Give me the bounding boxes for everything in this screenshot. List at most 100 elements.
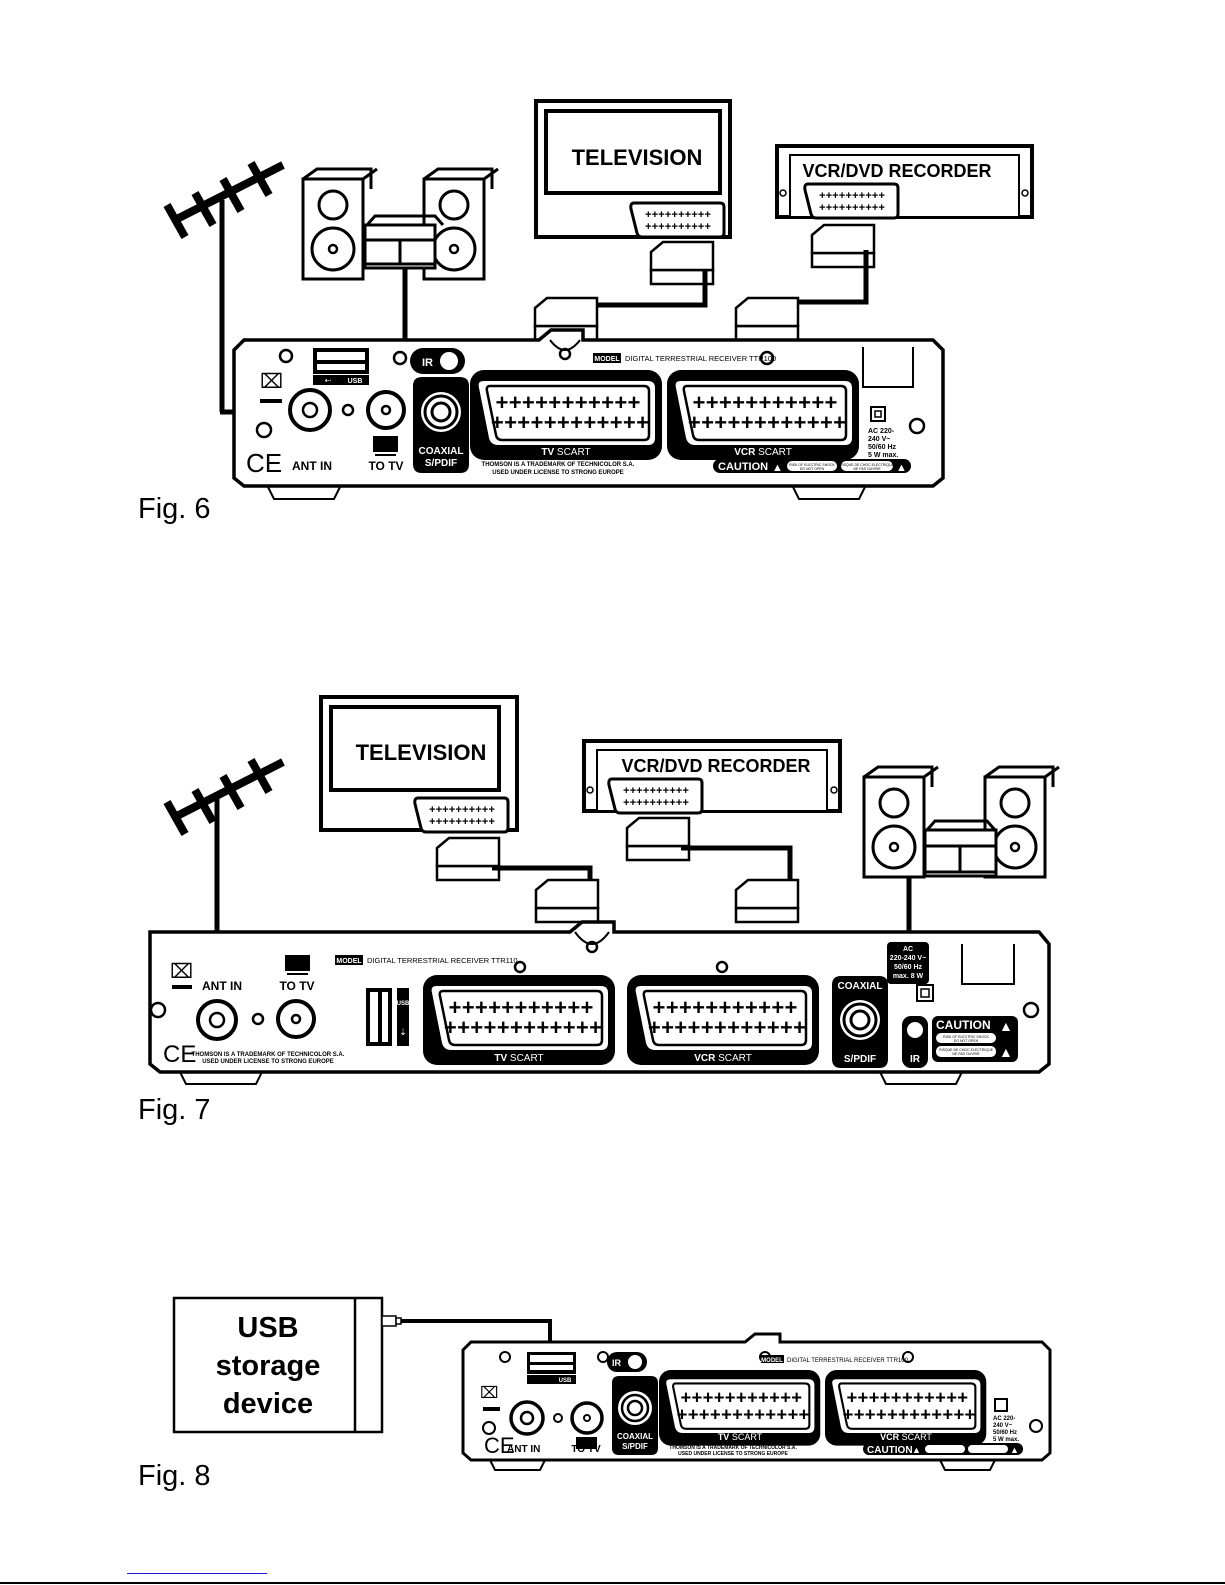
shock-icon: ▲ [999, 1044, 1013, 1060]
spdif-label: S/PDIF [844, 1054, 876, 1065]
footer-link-underline[interactable] [127, 1573, 267, 1574]
model-badge: MODEL [761, 1358, 783, 1364]
power-rating-4: 5 W max. [993, 1437, 1019, 1443]
to-tv-socket [366, 390, 406, 430]
svg-text:TV SCART: TV SCART [494, 1053, 543, 1064]
ir-label: IR [612, 1358, 622, 1368]
receiver-ttr100: ⌧ ⇠ USB IR CE ANT IN [232, 328, 945, 500]
svg-text:TV SCART: TV SCART [541, 447, 590, 458]
usb-device-label-1: USB [237, 1312, 298, 1344]
warning-icon: ▲ [772, 462, 783, 474]
power-rating-3: 50/60 Hz [894, 964, 923, 971]
coaxial-socket [421, 392, 461, 432]
television-device: TELEVISION [534, 99, 732, 239]
tv-icon [576, 1437, 597, 1449]
ant-in-label: ANT IN [292, 459, 332, 473]
warning-en-2: DO NOT OPEN [800, 467, 825, 471]
svg-text:VCR SCART: VCR SCART [880, 1432, 932, 1442]
television-label: TELEVISION [572, 145, 703, 170]
hifi-system-icon [301, 167, 500, 281]
hifi-system-icon [862, 765, 1061, 879]
trademark-line-2: USED UNDER LICENSE TO STRONG EUROPE [492, 470, 624, 476]
warning-fr-1: RISQUE DE CHOC ELECTRIQUE [939, 1048, 994, 1052]
usb-label: USB [559, 1378, 572, 1384]
to-tv-socket [276, 999, 316, 1039]
vcr-scart-socket [625, 973, 821, 1067]
tv-scart-label: TV [541, 447, 554, 458]
coaxial-label: COAXIAL [838, 981, 883, 992]
usb-device-label-2: storage [216, 1350, 321, 1382]
television-label: TELEVISION [356, 740, 487, 765]
tv-scart-label: TV [718, 1432, 730, 1442]
power-rating-2: 240 V~ [868, 436, 890, 443]
recorder-label: VCR/DVD RECORDER [621, 756, 810, 776]
usb-label: USB [348, 378, 363, 385]
figure-7: TELEVISION VCR/DVD RECORDER [148, 695, 1061, 1085]
shock-icon: ▲ [1010, 1445, 1019, 1455]
scart-cable-recorder [790, 250, 869, 305]
figure-6-caption: Fig. 6 [138, 493, 211, 525]
television-device: TELEVISION [319, 695, 519, 834]
weee-icon: ⌧ [260, 371, 283, 393]
model-badge: MODEL [594, 356, 620, 363]
receiver-ttr100-small: ⌧ USB IR CE ANT IN TO TV [461, 1332, 1052, 1471]
power-rating-4: max. 8 W [893, 973, 924, 980]
caution-label: CAUTION [718, 461, 768, 473]
trademark-line-1: THOMSON IS A TRADEMARK OF TECHNICOLOR S.… [669, 1445, 797, 1451]
coaxial-label: COAXIAL [419, 446, 464, 457]
figure-8-caption: Fig. 8 [138, 1460, 211, 1492]
power-rating-1: AC [903, 946, 913, 953]
warning-fr-2: NE PAS OUVRIR [952, 1052, 980, 1056]
power-rating-2: 220-240 V~ [890, 955, 926, 962]
spdif-label: S/PDIF [622, 1442, 648, 1451]
tv-scart-socket [421, 973, 617, 1067]
caution-label: CAUTION [867, 1445, 913, 1456]
vcr-scart-label: VCR [694, 1053, 716, 1064]
power-rating-1: AC 220- [868, 428, 895, 435]
to-tv-socket [570, 1401, 604, 1435]
caution-label: CAUTION [936, 1018, 991, 1032]
antenna-icon [167, 760, 283, 834]
ce-mark: CE [484, 1433, 515, 1458]
receiver-ttr110: ⌧ ANT IN TO TV CE THOMSON IS A TRADEMARK… [148, 920, 1051, 1085]
ant-in-label: ANT IN [507, 1444, 540, 1455]
model-text: DIGITAL TERRESTRIAL RECEIVER TTR110 [367, 956, 518, 965]
to-tv-label: TO TV [571, 1444, 601, 1455]
figure-8: USB storage device ⌧ USB [172, 1296, 1052, 1471]
usb-port: USB [527, 1352, 576, 1384]
svg-text:VCR SCART: VCR SCART [694, 1053, 752, 1064]
ant-in-socket [288, 388, 332, 432]
warning-en-1: RISK OF ELECTRIC SHOCK [789, 463, 835, 467]
vcr-scart-label-rest: SCART [755, 447, 792, 458]
warning-icon: ▲ [912, 1445, 921, 1455]
warning-en-2: DO NOT OPEN [954, 1039, 979, 1043]
svg-text:⇣: ⇣ [399, 1027, 407, 1037]
trademark-line-1: THOMSON IS A TRADEMARK OF TECHNICOLOR S.… [192, 1052, 345, 1058]
recorder-device: VCR/DVD RECORDER [775, 144, 1034, 220]
ant-in-label: ANT IN [202, 979, 242, 993]
vcr-scart-label: VCR [880, 1432, 900, 1442]
ir-label: IR [910, 1054, 921, 1065]
trademark-line-2: USED UNDER LICENSE TO STRONG EUROPE [678, 1451, 788, 1457]
trademark-line-1: THOMSON IS A TRADEMARK OF TECHNICOLOR S.… [482, 462, 635, 468]
to-tv-label: TO TV [368, 459, 403, 473]
coaxial-label: COAXIAL [617, 1432, 653, 1441]
ant-in-socket [509, 1400, 545, 1436]
power-rating-4: 5 W max. [868, 452, 898, 459]
figure-6: TELEVISION VCR/DVD RECORDER [167, 99, 1034, 500]
power-rating-3: 50/60 Hz [868, 444, 897, 451]
figure-7-caption: Fig. 7 [138, 1094, 211, 1126]
tv-scart-label-rest: SCART [507, 1053, 544, 1064]
svg-text:VCR SCART: VCR SCART [734, 447, 792, 458]
shock-icon: ▲ [896, 462, 907, 474]
recorder-label: VCR/DVD RECORDER [802, 161, 991, 181]
usb-storage-device: USB storage device [172, 1296, 402, 1434]
antenna-icon [167, 163, 283, 237]
tv-icon [285, 955, 310, 971]
tv-icon [373, 436, 398, 452]
ir-label: IR [422, 357, 433, 369]
vcr-scart-label-rest: SCART [715, 1053, 752, 1064]
scart-cable-tv [593, 270, 708, 308]
page-bottom-rule [0, 1582, 1225, 1584]
tv-scart-label-rest: SCART [729, 1432, 762, 1442]
